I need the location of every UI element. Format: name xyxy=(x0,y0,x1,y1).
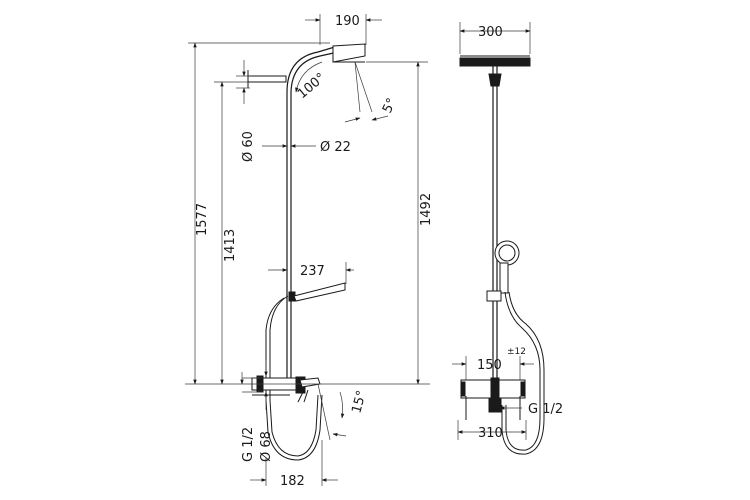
hose-front xyxy=(504,291,541,451)
dim-rail-diameter-label: Ø 60 xyxy=(241,131,256,162)
dim-mixer-width-label: 310 xyxy=(478,426,503,441)
dim-inlet-spacing: 150 ±12 xyxy=(452,347,534,380)
thermostat-mixer xyxy=(251,375,321,403)
dim-pipe-diameter-label: Ø 22 xyxy=(320,140,351,155)
overhead-shower-head xyxy=(332,43,366,63)
dim-total-height: 1577 xyxy=(188,42,330,385)
dim-inlet-right: G 1/2 xyxy=(499,402,563,417)
dim-inlet-thread-right-label: G 1/2 xyxy=(528,402,563,417)
riser-pipe xyxy=(286,45,339,378)
side-view: 190 100° 5° Ø 60 Ø 22 xyxy=(185,14,434,489)
dim-spout-angle: 15° xyxy=(317,383,370,441)
dim-tilt-angle-label: 5° xyxy=(380,96,400,116)
front-view: 300 150 ±12 G 1/2 310 xyxy=(452,22,563,455)
thermostat-mixer-front xyxy=(460,377,526,420)
dim-inlet-left: G 1/2 Ø 68 xyxy=(240,360,274,462)
dim-pipe-diameter: Ø 22 xyxy=(262,140,351,155)
dim-head-width-label: 300 xyxy=(478,25,503,40)
dim-tilt-angle: 5° xyxy=(344,61,400,123)
dim-spout-reach: 182 xyxy=(250,440,338,489)
dim-head-width: 300 xyxy=(459,22,531,54)
hose xyxy=(269,295,319,457)
dim-inlet-diameter-label: Ø 68 xyxy=(259,431,274,462)
hand-shower-holder xyxy=(288,282,346,302)
dim-rail-diameter: Ø 60 xyxy=(236,60,256,162)
dim-inlet-thread-left-label: G 1/2 xyxy=(241,427,256,462)
dim-head-height: 1492 xyxy=(366,61,434,385)
riser-pipe-front xyxy=(488,66,502,380)
dim-spout-angle-label: 15° xyxy=(349,389,369,415)
dim-inlet-spacing-label: 150 xyxy=(477,358,502,373)
dim-head-angle-label: 100° xyxy=(295,70,329,102)
dim-arm-height-label: 1413 xyxy=(223,229,238,262)
dim-head-angle: 100° xyxy=(295,61,329,102)
dim-mixer-width: 310 xyxy=(457,420,527,441)
dim-head-length-label: 190 xyxy=(335,14,360,29)
dim-total-height-label: 1577 xyxy=(195,203,210,236)
hand-shower-front xyxy=(486,240,520,302)
dim-head-length: 190 xyxy=(305,14,382,45)
dim-spout-reach-label: 182 xyxy=(280,474,305,489)
dim-arm-height: 1413 xyxy=(214,81,248,385)
dim-hand-shower-reach-label: 237 xyxy=(300,264,325,279)
dim-inlet-tolerance-label: ±12 xyxy=(507,347,526,357)
dim-head-height-label: 1492 xyxy=(419,193,434,226)
overhead-shower-front xyxy=(459,55,531,67)
dim-hand-shower-reach: 237 xyxy=(268,262,354,284)
wall-bracket xyxy=(247,70,287,88)
